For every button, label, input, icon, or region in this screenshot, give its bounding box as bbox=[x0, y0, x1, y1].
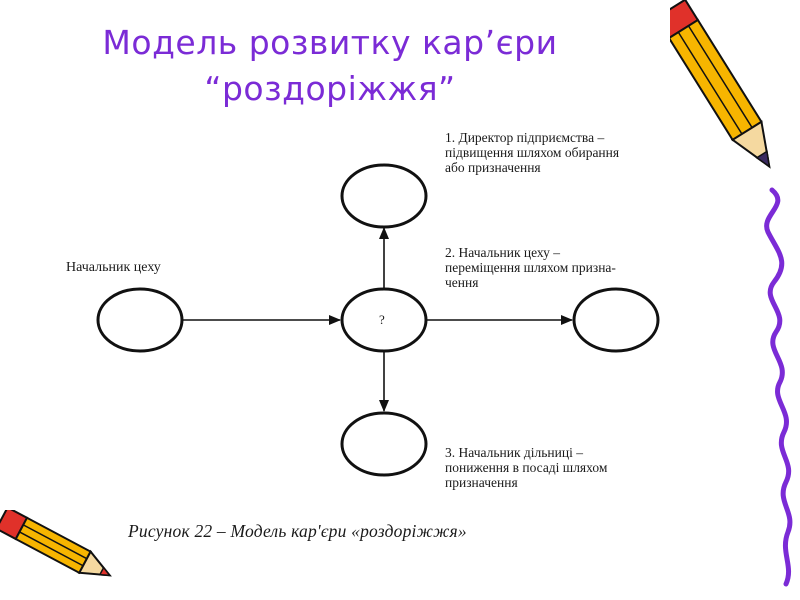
option-1-node bbox=[340, 163, 428, 229]
wavy-line-decoration bbox=[764, 187, 793, 587]
option-2-line3: чення bbox=[445, 275, 479, 290]
pencil-icon bbox=[670, 0, 771, 169]
source-label: Начальник цеху bbox=[66, 260, 161, 275]
option-1-text: 1. Директор підприємства – підвищення шл… bbox=[445, 130, 619, 175]
option-2-node bbox=[572, 287, 660, 353]
center-node bbox=[340, 287, 428, 353]
option-1-line3: або призначення bbox=[445, 160, 541, 175]
option-2-text: 2. Начальник цеху – переміщення шляхом п… bbox=[445, 245, 616, 290]
option-3-line3: призначення bbox=[445, 475, 518, 490]
option-3-text: 3. Начальник дільниці – пониження в поса… bbox=[445, 445, 607, 490]
pencil-icon bbox=[0, 510, 112, 577]
source-node bbox=[96, 287, 184, 353]
option-3-line1: 3. Начальник дільниці – bbox=[445, 445, 583, 460]
slide-title-line2: “роздоріжжя” bbox=[204, 69, 456, 108]
option-1-line1: 1. Директор підприємства – bbox=[445, 130, 605, 145]
option-2-line1: 2. Начальник цеху – bbox=[445, 245, 561, 260]
slide-title: Модель розвитку кар’єри “роздоріжжя” bbox=[60, 20, 600, 112]
center-mark: ? bbox=[379, 312, 385, 327]
option-1-line2: підвищення шляхом обирання bbox=[445, 145, 620, 160]
option-2-line2: переміщення шляхом призна- bbox=[445, 260, 616, 275]
option-3-line2: пониження в посаді шляхом bbox=[445, 460, 608, 475]
slide-title-line1: Модель розвитку кар’єри bbox=[102, 23, 558, 62]
figure-caption: Рисунок 22 – Модель кар'єри «роздоріжжя» bbox=[128, 521, 467, 541]
option-3-node bbox=[340, 411, 428, 477]
